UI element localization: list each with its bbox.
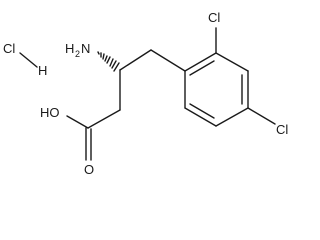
hcl-bond [19,52,38,68]
salt-h-label: H [38,63,47,78]
salt-cl-label: Cl [3,41,15,56]
benzene-ring [184,52,249,127]
structure-canvas: Cl H H 2 N HO O Cl [3,10,288,177]
bond-c2-c1 [87,109,121,129]
structure-svg: Cl H H 2 N HO O Cl [3,10,288,177]
stereo-hash-wedge [97,51,120,72]
bond-ring-cl-para [247,107,276,125]
acid-o-label: O [84,162,94,177]
amine-n-label: N [81,41,90,56]
amine-h-label: H [65,41,74,56]
bond-c1-oh [66,115,89,129]
amine-subscript: 2 [75,49,80,59]
bond-c4-ring [150,49,186,72]
cl-ortho-label: Cl [208,10,220,25]
bond-c3-c4 [119,49,152,71]
cl-para-label: Cl [276,122,288,137]
acid-oh-label: HO [40,105,60,120]
